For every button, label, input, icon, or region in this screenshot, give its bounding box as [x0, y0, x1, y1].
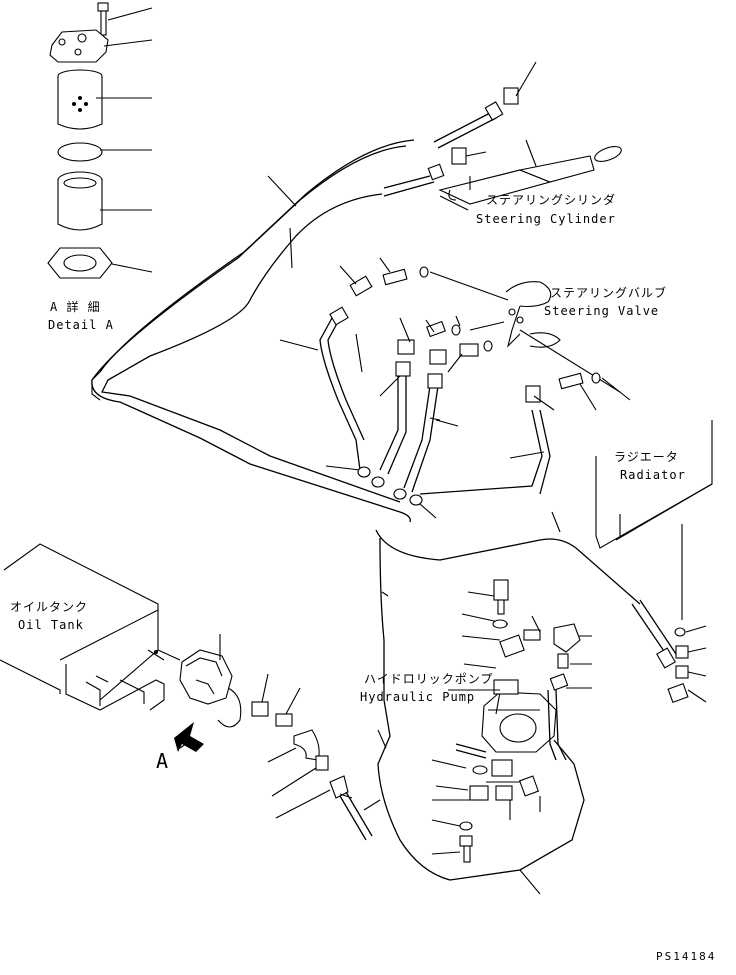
- steering-cylinder-label-en: Steering Cylinder: [476, 212, 616, 226]
- filter-gasket: [47, 247, 113, 279]
- upper-cylinder-hose: [433, 61, 537, 149]
- view-arrow: [174, 722, 204, 752]
- steering-valve-label-en: Steering Valve: [544, 304, 660, 318]
- steering-valve-label-jp: ステアリングバルブ: [550, 286, 668, 300]
- drawing-number: PS14184: [656, 950, 717, 963]
- return-pipes: [375, 511, 641, 749]
- radiator-label-jp: ラジエータ: [614, 450, 679, 464]
- filter-bolt: [97, 2, 109, 36]
- steering-valve: [429, 271, 621, 393]
- radiator: [595, 420, 713, 704]
- lower-cylinder-hose: [383, 147, 487, 197]
- steering-hose-loop: [91, 139, 415, 523]
- oil-tank: [0, 543, 181, 711]
- hydraulic-pump-label-jp: ハイドロリックポンプ: [364, 672, 494, 686]
- filter-element: [57, 69, 103, 130]
- steering-valve-fittings: [339, 257, 631, 421]
- view-marker-label: A: [156, 749, 169, 773]
- filter-o-ring: [57, 142, 103, 162]
- vertical-hoses: [279, 306, 551, 519]
- steering-cylinder-label-jp: ステアリングシリンダ: [486, 193, 617, 207]
- steering-cylinder: [438, 139, 622, 211]
- detail-a-label-en: Detail A: [48, 318, 114, 332]
- filter-case: [57, 171, 103, 231]
- oil-tank-label-jp: オイルタンク: [10, 600, 89, 614]
- lower-leader: [363, 799, 381, 811]
- oil-tank-label-en: Oil Tank: [18, 618, 84, 632]
- hydraulic-pump-label-en: Hydraulic Pump: [360, 690, 476, 704]
- pump-fittings: [431, 579, 592, 863]
- hose-leader: [519, 869, 541, 895]
- suction-line: [179, 634, 585, 881]
- filter-head: [49, 29, 109, 63]
- filter-detail-group: [47, 2, 153, 279]
- hydraulic-pump: [448, 613, 557, 759]
- radiator-label-en: Radiator: [620, 468, 686, 482]
- detail-a-label-jp: A 詳 細: [50, 300, 101, 314]
